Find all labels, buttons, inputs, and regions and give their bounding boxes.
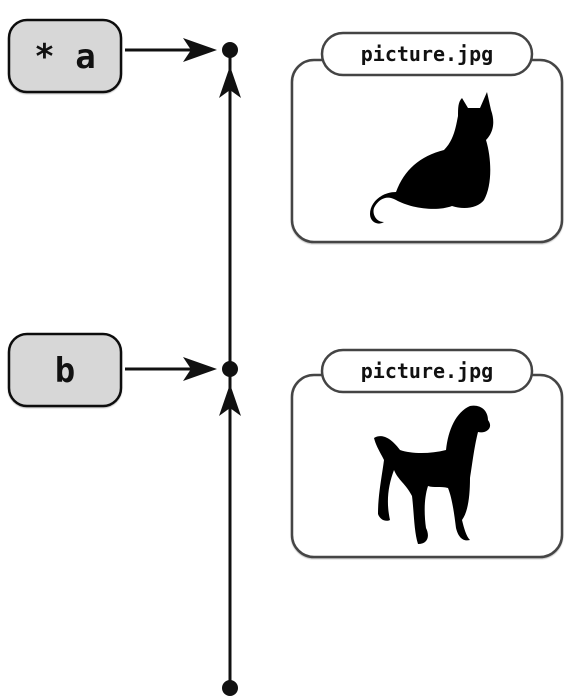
file-card-cat: picture.jpg [290, 31, 564, 244]
commit-node-bottom [222, 680, 238, 696]
file-card-box [290, 58, 564, 244]
history-arrow-upper [219, 66, 241, 98]
branch-pointer-arrowhead [183, 357, 217, 381]
commit-node-top [222, 42, 238, 58]
branch-label: * a [34, 37, 95, 77]
file-name: picture.jpg [361, 42, 493, 66]
branch-label-box [7, 332, 123, 408]
file-card-dog: picture.jpg [290, 348, 564, 559]
file-name-tab [320, 31, 534, 77]
commit-history [219, 42, 241, 696]
branch-pointer-arrowhead [183, 38, 217, 62]
commit-node-middle [222, 361, 238, 377]
branch-label: b [55, 351, 75, 391]
branch-b: b [7, 332, 217, 408]
dog-silhouette-icon [374, 405, 491, 544]
history-arrow-lower [219, 384, 241, 416]
branch-label-box [7, 18, 123, 94]
cat-silhouette-icon [370, 92, 494, 224]
file-name-tab [320, 348, 534, 394]
file-name: picture.jpg [361, 359, 493, 383]
branch-a: * a [7, 18, 217, 94]
